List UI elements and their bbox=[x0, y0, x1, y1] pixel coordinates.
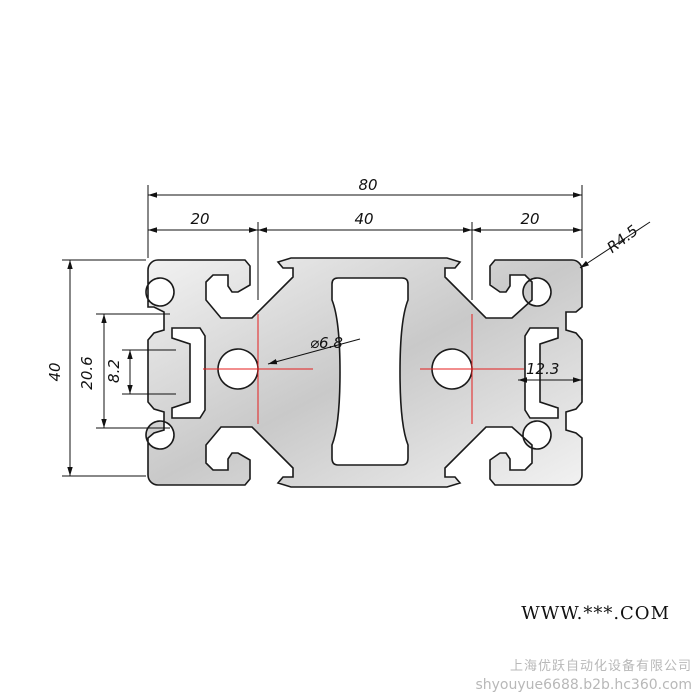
dim-slot-depth-label: 12.3 bbox=[526, 360, 559, 378]
watermark-domain: shyouyue6688.b2b.hc360.com bbox=[475, 677, 692, 693]
dim-corner-radius-label: R4.5 bbox=[604, 221, 642, 256]
dim-overall-width-label: 80 bbox=[358, 176, 377, 194]
dim-height-label: 40 bbox=[46, 362, 64, 381]
dim-bore-diameter-label: ⌀6.8 bbox=[310, 334, 343, 352]
dimension-lines bbox=[62, 185, 651, 477]
dim-middle-pitch-label: 40 bbox=[354, 210, 373, 228]
aluminum-profile-body bbox=[145, 257, 583, 488]
dim-right-pitch-label: 20 bbox=[520, 210, 539, 228]
watermark-site: WWW.***.COM bbox=[521, 603, 670, 624]
dim-left-pitch-label: 20 bbox=[190, 210, 209, 228]
leader-bore-diameter bbox=[267, 338, 361, 365]
leader-corner-radius bbox=[579, 221, 651, 269]
centerlines bbox=[203, 314, 524, 424]
watermark-company: 上海优跃自动化设备有限公司 bbox=[509, 659, 692, 674]
dim-slot-outer-label: 20.6 bbox=[78, 356, 96, 389]
dim-slot-opening-label: 8.2 bbox=[105, 359, 123, 383]
